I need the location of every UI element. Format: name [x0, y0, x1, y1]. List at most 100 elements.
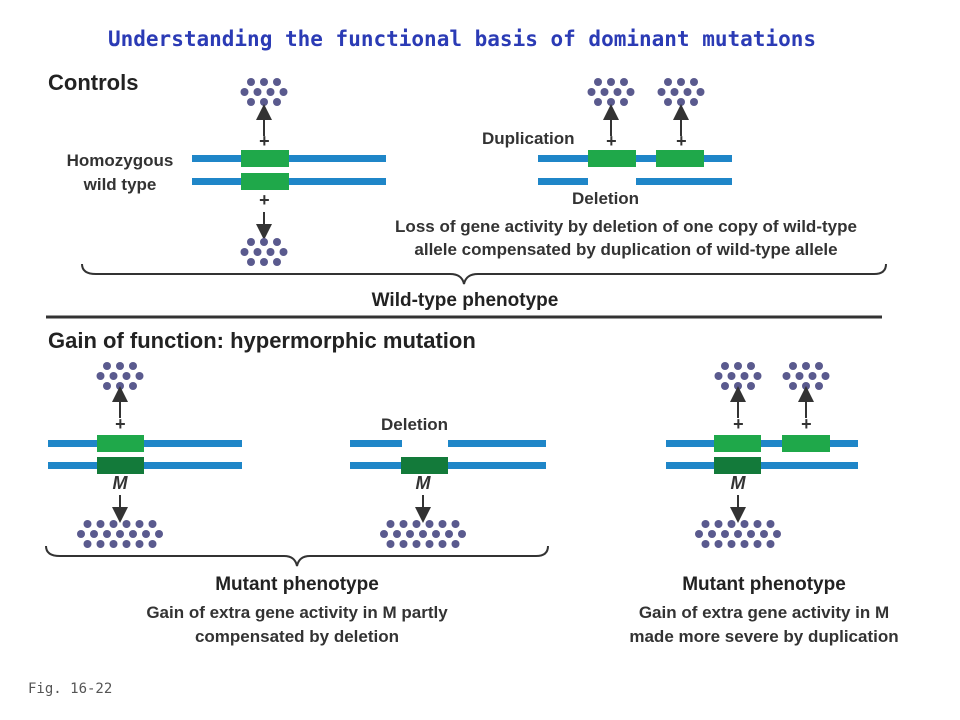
gene-product-dot	[789, 382, 797, 390]
right-explanation-line1: Gain of extra gene activity in M	[639, 603, 889, 622]
gene-product-dot	[96, 540, 105, 548]
gene-product-dot	[727, 372, 736, 380]
gene-product-dot	[753, 520, 762, 528]
gene-product-dot	[438, 520, 447, 528]
gene-product-dot	[399, 520, 408, 528]
gene-product-dot	[90, 530, 98, 538]
gene-product-dot	[445, 530, 453, 538]
gene-product-dot	[766, 540, 775, 548]
gene-product-dot	[129, 362, 137, 370]
allele-plus-label: +	[733, 414, 744, 434]
gene-product-dot	[103, 362, 111, 370]
gene-product-dot	[620, 78, 628, 86]
chromosome-segment	[448, 440, 546, 447]
gene-product-dot	[247, 238, 255, 246]
chromosome-segment	[538, 178, 588, 185]
gene-product-dot	[451, 520, 460, 528]
gene-product-dot	[260, 258, 268, 266]
figure-label: Fig. 16-22	[28, 681, 112, 697]
gene-product-dot	[116, 382, 124, 390]
gene-product-cluster	[96, 362, 144, 390]
gene-product-dot	[714, 372, 723, 380]
gene-product-dot	[677, 98, 685, 106]
gene-product-dot	[247, 78, 255, 86]
gene-product-dot	[129, 382, 137, 390]
gene-wild-type	[714, 435, 761, 452]
gene-product-dot	[683, 88, 692, 96]
gene-product-dot	[727, 520, 736, 528]
gene-product-dot	[432, 530, 440, 538]
gene-wild-type	[97, 435, 144, 452]
gene-product-dot	[613, 88, 622, 96]
chromosome	[48, 462, 242, 469]
mutant-phenotype-brace	[45, 545, 549, 567]
gene-product-dot	[766, 520, 775, 528]
gene-product-cluster	[77, 520, 163, 548]
gene-wild-type	[241, 150, 289, 167]
deletion-label: Deletion	[381, 415, 448, 434]
gene-product-dot	[116, 530, 124, 538]
gene-product-dot	[122, 372, 131, 380]
page-title: Understanding the functional basis of do…	[108, 27, 816, 51]
wild-type-phenotype-label: Wild-type phenotype	[372, 290, 559, 311]
gene-product-dot	[279, 248, 288, 256]
gene-product-dot	[620, 98, 628, 106]
gene-product-dot	[626, 88, 635, 96]
gene-product-dot	[695, 530, 703, 538]
gene-product-dot	[103, 530, 111, 538]
chromosome	[666, 462, 858, 469]
left-explanation-line1: Gain of extra gene activity in M partly	[146, 603, 448, 622]
gene-product-dot	[122, 540, 131, 548]
gene-product-dot	[747, 362, 755, 370]
gene-product-dot	[690, 78, 698, 86]
gene-product-dot	[412, 520, 421, 528]
gene-product-dot	[721, 530, 729, 538]
homozygous-wild-type-diagram: Homozygous wild type + +	[67, 78, 386, 266]
gene-product-dot	[109, 540, 118, 548]
allele-plus-label: +	[259, 190, 270, 210]
gene-product-dot	[83, 540, 92, 548]
gene-product-dot	[600, 88, 609, 96]
allele-m-label: M	[731, 473, 747, 493]
gene-product-dot	[386, 520, 395, 528]
gene-product-dot	[670, 88, 679, 96]
gene-product-dot	[135, 372, 144, 380]
gene-product-cluster	[714, 362, 762, 390]
gene-product-dot	[247, 98, 255, 106]
gene-product-dot	[740, 520, 749, 528]
homozygous-label-line1: Homozygous	[67, 151, 174, 170]
gene-product-dot	[109, 520, 118, 528]
gene-product-dot	[266, 88, 275, 96]
left-explanation-line2: compensated by deletion	[195, 627, 399, 646]
gene-product-dot	[734, 362, 742, 370]
gene-product-dot	[802, 362, 810, 370]
controls-explanation-line1: Loss of gene activity by deletion of one…	[395, 217, 857, 236]
gene-product-dot	[260, 98, 268, 106]
gene-product-dot	[594, 78, 602, 86]
gene-product-dot	[760, 530, 768, 538]
left-mutant-phenotype-label: Mutant phenotype	[215, 574, 379, 595]
gene-product-dot	[399, 540, 408, 548]
gene-product-dot	[708, 530, 716, 538]
gene-product-dot	[734, 530, 742, 538]
gene-product-dot	[740, 372, 749, 380]
gene-product-dot	[714, 540, 723, 548]
chromosome-segment	[636, 178, 732, 185]
gene-product-dot	[808, 372, 817, 380]
gene-product-dot	[266, 248, 275, 256]
gene-wild-type-duplicate	[656, 150, 704, 167]
gene-product-dot	[155, 530, 163, 538]
gene-wild-type	[588, 150, 636, 167]
duplication-mutant-diagram: + + M	[666, 362, 858, 548]
gene-product-dot	[273, 78, 281, 86]
gene-mutant	[401, 457, 448, 474]
gene-product-cluster	[240, 78, 288, 106]
gene-product-dot	[721, 382, 729, 390]
gene-product-dot	[103, 382, 111, 390]
gene-product-dot	[740, 540, 749, 548]
gene-product-dot	[135, 520, 144, 528]
gene-product-dot	[273, 238, 281, 246]
gene-product-dot	[260, 238, 268, 246]
gene-product-cluster	[695, 520, 781, 548]
